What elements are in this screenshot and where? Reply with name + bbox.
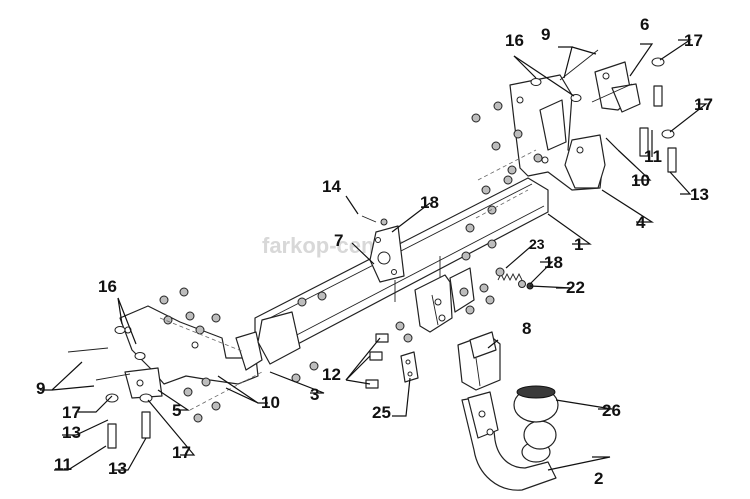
label-4: 4 <box>636 213 646 232</box>
hitch-receiver-block <box>457 331 501 391</box>
socket-plate <box>369 225 405 283</box>
right-bracket <box>509 74 606 191</box>
label-7: 7 <box>334 231 343 250</box>
label-22: 22 <box>566 278 585 297</box>
assembly-guide-lines <box>159 149 537 411</box>
label-13-left-top: 13 <box>62 423 81 442</box>
label-1: 1 <box>574 235 583 254</box>
label-17-left-top: 17 <box>62 403 81 422</box>
label-10-left: 10 <box>261 393 280 412</box>
label-17-mid-right: 17 <box>694 95 713 114</box>
label-17-left-bottom: 17 <box>172 443 191 462</box>
label-2: 2 <box>594 469 603 488</box>
label-16-right: 16 <box>505 31 524 50</box>
label-23: 23 <box>529 236 545 252</box>
label-9-top: 9 <box>541 25 550 44</box>
label-17-top-right: 17 <box>684 31 703 50</box>
label-12: 12 <box>322 365 341 384</box>
label-11-left: 11 <box>54 455 72 474</box>
part-labels: 1 2 3 4 5 6 7 8 9 9 10 10 11 11 12 13 13… <box>36 15 713 488</box>
label-10-right: 10 <box>631 171 650 190</box>
label-6: 6 <box>640 15 649 34</box>
small-link-plate <box>400 351 419 383</box>
label-3: 3 <box>310 385 319 404</box>
label-9-left: 9 <box>36 379 45 398</box>
label-18-top: 18 <box>420 193 439 212</box>
top-right-plate <box>594 61 641 113</box>
left-bracket <box>119 305 301 385</box>
center-mount-frame <box>414 267 475 333</box>
label-25: 25 <box>372 403 391 422</box>
label-13-right: 13 <box>690 185 709 204</box>
towball-neck <box>461 391 557 491</box>
ball-cover <box>513 385 559 423</box>
label-18-right: 18 <box>544 253 563 272</box>
label-13-left-bottom: 13 <box>108 459 127 478</box>
label-26: 26 <box>602 401 621 420</box>
label-5: 5 <box>172 401 181 420</box>
label-8: 8 <box>522 319 531 338</box>
lower-left-plate <box>124 367 163 399</box>
label-14: 14 <box>322 177 341 196</box>
label-11-right: 11 <box>644 147 662 166</box>
label-16-left: 16 <box>98 277 117 296</box>
leader-lines <box>40 39 708 471</box>
